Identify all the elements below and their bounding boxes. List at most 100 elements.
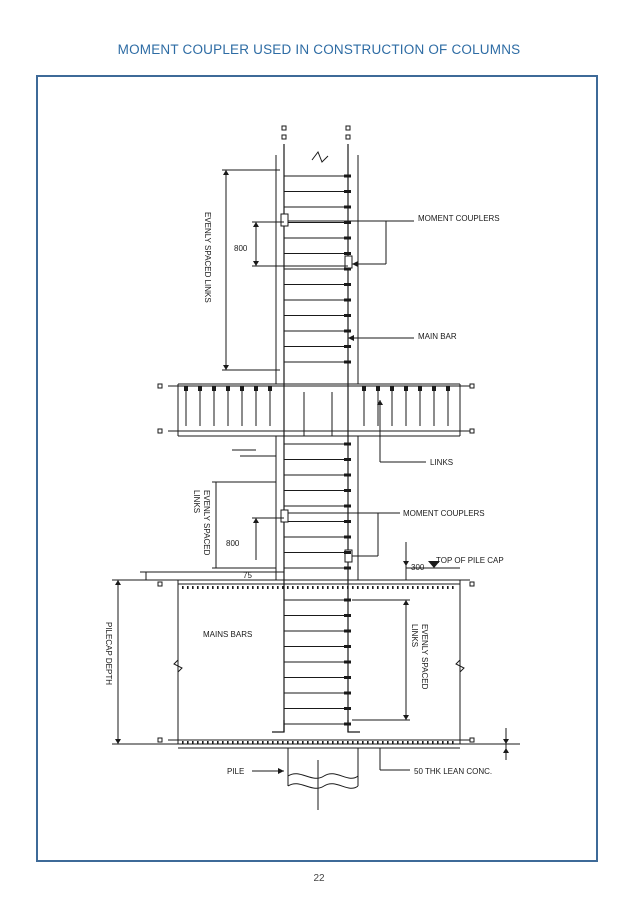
pile-cap-bar-dot	[452, 586, 454, 589]
pile-cap-bar-dot	[437, 586, 439, 589]
label-evenly-spaced-links-top: EVENLY SPACED LINKS	[203, 212, 212, 303]
pile-cap-bar-dot	[227, 586, 229, 589]
pile-cap-bar-dot	[302, 586, 304, 589]
pile-cap-bar-dot	[362, 586, 364, 589]
link-tick	[344, 221, 351, 224]
link-tick	[344, 614, 351, 617]
pile-cap-bar-dot	[412, 741, 414, 744]
pile-cap-bar-dot	[272, 586, 274, 589]
link-tick	[344, 174, 351, 178]
page-title: MOMENT COUPLER USED IN CONSTRUCTION OF C…	[117, 42, 521, 57]
pile-cap-bar-dot	[252, 741, 254, 744]
link-tick	[344, 598, 351, 602]
pile-cap-bar-dot	[197, 741, 199, 744]
link-tick	[362, 386, 366, 391]
dim-arrow	[403, 715, 409, 720]
pile-cap-bar-dot	[207, 586, 209, 589]
pile-cap-bar-dot	[307, 741, 309, 744]
link-tick	[344, 691, 351, 695]
link-tick	[344, 298, 351, 302]
pile-cap-bar-dot	[262, 741, 264, 744]
pile-cap-bar-dot	[297, 586, 299, 589]
label-mains-bars: MAINS BARS	[203, 630, 252, 639]
pile-cap-bar-dot	[237, 586, 239, 589]
pile-cap-bar-dot	[252, 586, 254, 589]
pile-cap-bar-dot	[182, 741, 184, 744]
link-tick	[344, 473, 351, 477]
pile-cap-bar-dot	[382, 586, 384, 589]
pile-cap-bar-dot	[352, 741, 354, 744]
link-tick	[344, 551, 351, 554]
pile-cap-bar-dot	[367, 741, 369, 744]
bar-end-marker	[469, 383, 475, 389]
pile-cap-bar-dot	[397, 741, 399, 744]
pile-cap-bar-dot	[327, 741, 329, 744]
bar-end-marker	[469, 581, 475, 587]
link-tick	[376, 386, 380, 391]
pile-break-bottom	[287, 783, 359, 789]
pile-cap-bar-dot	[417, 586, 419, 589]
pile-cap-bar-dot	[202, 741, 204, 744]
drawing-frame	[36, 75, 598, 862]
pile-cap-bar-dot	[392, 586, 394, 589]
pile-cap-bar-dot	[207, 741, 209, 744]
pile-cap-bar-dot	[442, 741, 444, 744]
pile-cap-bar-dot	[277, 741, 279, 744]
link-tick	[344, 629, 351, 633]
bar-end-marker	[157, 428, 163, 434]
pile-cap-bar-dot	[182, 586, 184, 589]
pile-cap-bar-dot	[347, 741, 349, 744]
pile-cap-bar-dot	[342, 741, 344, 744]
link-tick	[344, 566, 351, 570]
pile-cap-bar-dot	[412, 586, 414, 589]
label-evenly-spaced-mid-line2: LINKS	[192, 490, 201, 513]
pile-cap-bar-dot	[197, 586, 199, 589]
pile-cap-bar-dot	[352, 586, 354, 589]
pile-cap-bar-dot	[317, 586, 319, 589]
pile-cap-bar-dot	[277, 586, 279, 589]
link-tick	[212, 386, 216, 391]
link-tick	[344, 283, 351, 286]
pile-cap-bar-dot	[417, 741, 419, 744]
label-main-bar: MAIN BAR	[418, 332, 457, 341]
pile-cap-bar-dot	[232, 586, 234, 589]
pile-cap-bar-dot	[407, 586, 409, 589]
link-tick	[404, 386, 408, 391]
link-tick	[226, 386, 230, 391]
link-tick	[432, 386, 436, 391]
bar-end-marker	[281, 125, 287, 131]
pile-cap-bar-dot	[372, 586, 374, 589]
pile-cap-bar-dot	[382, 741, 384, 744]
pile-cap-bar-dot	[427, 741, 429, 744]
link-tick	[344, 707, 351, 710]
link-tick	[344, 535, 351, 539]
pile-cap-bar-dot	[332, 586, 334, 589]
label-evenly-spaced-cap-line2: LINKS	[410, 624, 419, 647]
pile-cap-bar-dot	[272, 741, 274, 744]
link-tick	[344, 660, 351, 664]
column-break-mark	[311, 150, 329, 163]
pile-cap-bar-dot	[402, 586, 404, 589]
pile-cap-bar-dot	[437, 741, 439, 744]
label-moment-couplers-bottom: MOMENT COUPLERS	[403, 509, 485, 518]
pile-cap-bar-dot	[442, 586, 444, 589]
dim-75: 75	[243, 571, 252, 580]
link-tick	[344, 722, 351, 726]
pile-cap-bar-dot	[227, 741, 229, 744]
label-pile: PILE	[227, 767, 244, 776]
pile-cap-bar-dot	[447, 741, 449, 744]
pile-cap-bar-dot	[447, 586, 449, 589]
link-tick	[344, 645, 351, 648]
pile-cap-bar-dot	[267, 741, 269, 744]
pile-cap-bar-dot	[432, 586, 434, 589]
pile-cap-bar-dot	[312, 741, 314, 744]
pile-cap-bar-dot	[282, 586, 284, 589]
link-tick	[344, 252, 351, 255]
main-bar-hook-left	[272, 720, 285, 733]
pile-cap-bar-dot	[282, 741, 284, 744]
leader-arrow	[352, 261, 358, 267]
pile-cap-bar-dot	[292, 586, 294, 589]
link-tick	[184, 386, 188, 391]
dim-arrow	[403, 600, 409, 605]
link-tick	[344, 190, 351, 193]
